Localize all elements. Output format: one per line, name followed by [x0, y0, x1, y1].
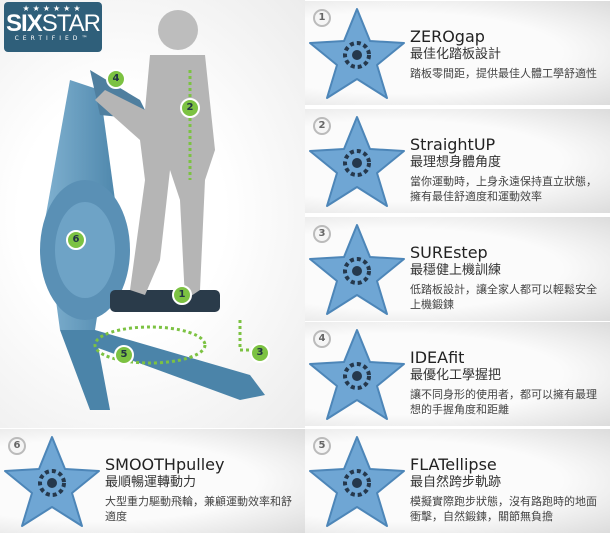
marker-1: 1: [172, 285, 192, 305]
star-icon: [309, 8, 405, 99]
handlebar-grip-icon: [343, 362, 371, 390]
feature-number: 4: [313, 330, 331, 348]
ellipse-stride-icon: [343, 469, 371, 497]
feature-title: ZEROgap: [410, 27, 485, 46]
marker-4: 4: [106, 69, 126, 89]
badge-title: SIXSTAR: [4, 10, 102, 37]
feature-panel-straightup: 2 StraightUP 最理想身體角度 當你運動時，上身永遠保持直立狀態，擁有…: [305, 109, 610, 213]
upright-posture-icon: [343, 149, 371, 177]
feature-title: SUREstep: [410, 243, 488, 262]
gears-icon: [38, 469, 66, 497]
feature-title: IDEAfit: [410, 348, 465, 367]
badge-stars: ★★★★★★: [22, 4, 84, 13]
feature-panel-zerogap: 1 ZEROgap 最佳化踏板設計 踏板零間距，提供最佳人體工學舒適性: [305, 1, 610, 105]
star-icon: [309, 116, 405, 207]
feature-title: SMOOTHpulley: [105, 455, 225, 474]
badge-six: SIX: [6, 10, 43, 37]
star-icon: [4, 436, 100, 527]
feature-subtitle: 最順暢運轉動力: [105, 475, 197, 490]
feature-panel-surestep: 3 SUREstep 最穩健上機訓練 低踏板設計，讓全家人都可以輕鬆安全上機鍛鍊: [305, 217, 610, 321]
feature-description: 讓不同身形的使用者，都可以擁有最理想的手握角度和距離: [410, 388, 597, 416]
star-icon: [309, 436, 405, 527]
footprints-icon: [343, 41, 371, 69]
marker-2: 2: [180, 98, 200, 118]
feature-number: 3: [313, 225, 331, 243]
feature-subtitle: 最理想身體角度: [410, 155, 502, 170]
feature-panel-flatellipse: 5 FLATellipse 最自然跨步軌跡 模擬實際跑步狀態，沒有路跑時的地面衝…: [305, 429, 610, 533]
badge-star: STAR: [41, 10, 101, 37]
marker-3: 3: [250, 343, 270, 363]
feature-subtitle: 最佳化踏板設計: [410, 47, 502, 62]
feature-number: 5: [313, 437, 331, 455]
feature-description: 模擬實際跑步狀態，沒有路跑時的地面衝擊，自然鍛鍊，關節無負擔: [410, 495, 597, 523]
feature-number: 2: [313, 117, 331, 135]
sixstar-certified-logo: ★★★★★★ SIXSTAR CERTIFIED™: [4, 2, 102, 52]
feature-number: 6: [8, 437, 26, 455]
marker-6: 6: [66, 230, 86, 250]
feature-panel-smoothpulley: 6 SMOOTHpulley 最順暢運轉動力 大型重力驅動飛輪，兼顧運動效率和舒…: [0, 429, 305, 533]
elliptical-illustration: ★★★★★★ SIXSTAR CERTIFIED™ 1 2 3 4 5 6: [0, 0, 305, 428]
feature-description: 踏板零間距，提供最佳人體工學舒適性: [410, 67, 597, 80]
feature-description: 低踏板設計，讓全家人都可以輕鬆安全上機鍛鍊: [410, 283, 597, 311]
feature-subtitle: 最自然跨步軌跡: [410, 475, 502, 490]
step-icon: [343, 257, 371, 285]
star-icon: [309, 329, 405, 420]
feature-subtitle: 最優化工學握把: [410, 368, 502, 383]
feature-title: StraightUP: [410, 135, 496, 154]
feature-description: 當你運動時，上身永遠保持直立狀態，擁有最佳舒適度和運動效率: [410, 175, 597, 203]
star-icon: [309, 224, 405, 315]
elliptical-machine-image: [40, 10, 265, 410]
badge-certified: CERTIFIED™: [14, 35, 92, 42]
feature-title: FLATellipse: [410, 455, 497, 474]
feature-description: 大型重力驅動飛輪，兼顧運動效率和舒適度: [105, 495, 292, 523]
feature-panel-ideafit: 4 IDEAfit 最優化工學握把 讓不同身形的使用者，都可以擁有最理想的手握角…: [305, 322, 610, 426]
feature-number: 1: [313, 9, 331, 27]
feature-subtitle: 最穩健上機訓練: [410, 263, 502, 278]
marker-5: 5: [114, 345, 134, 365]
